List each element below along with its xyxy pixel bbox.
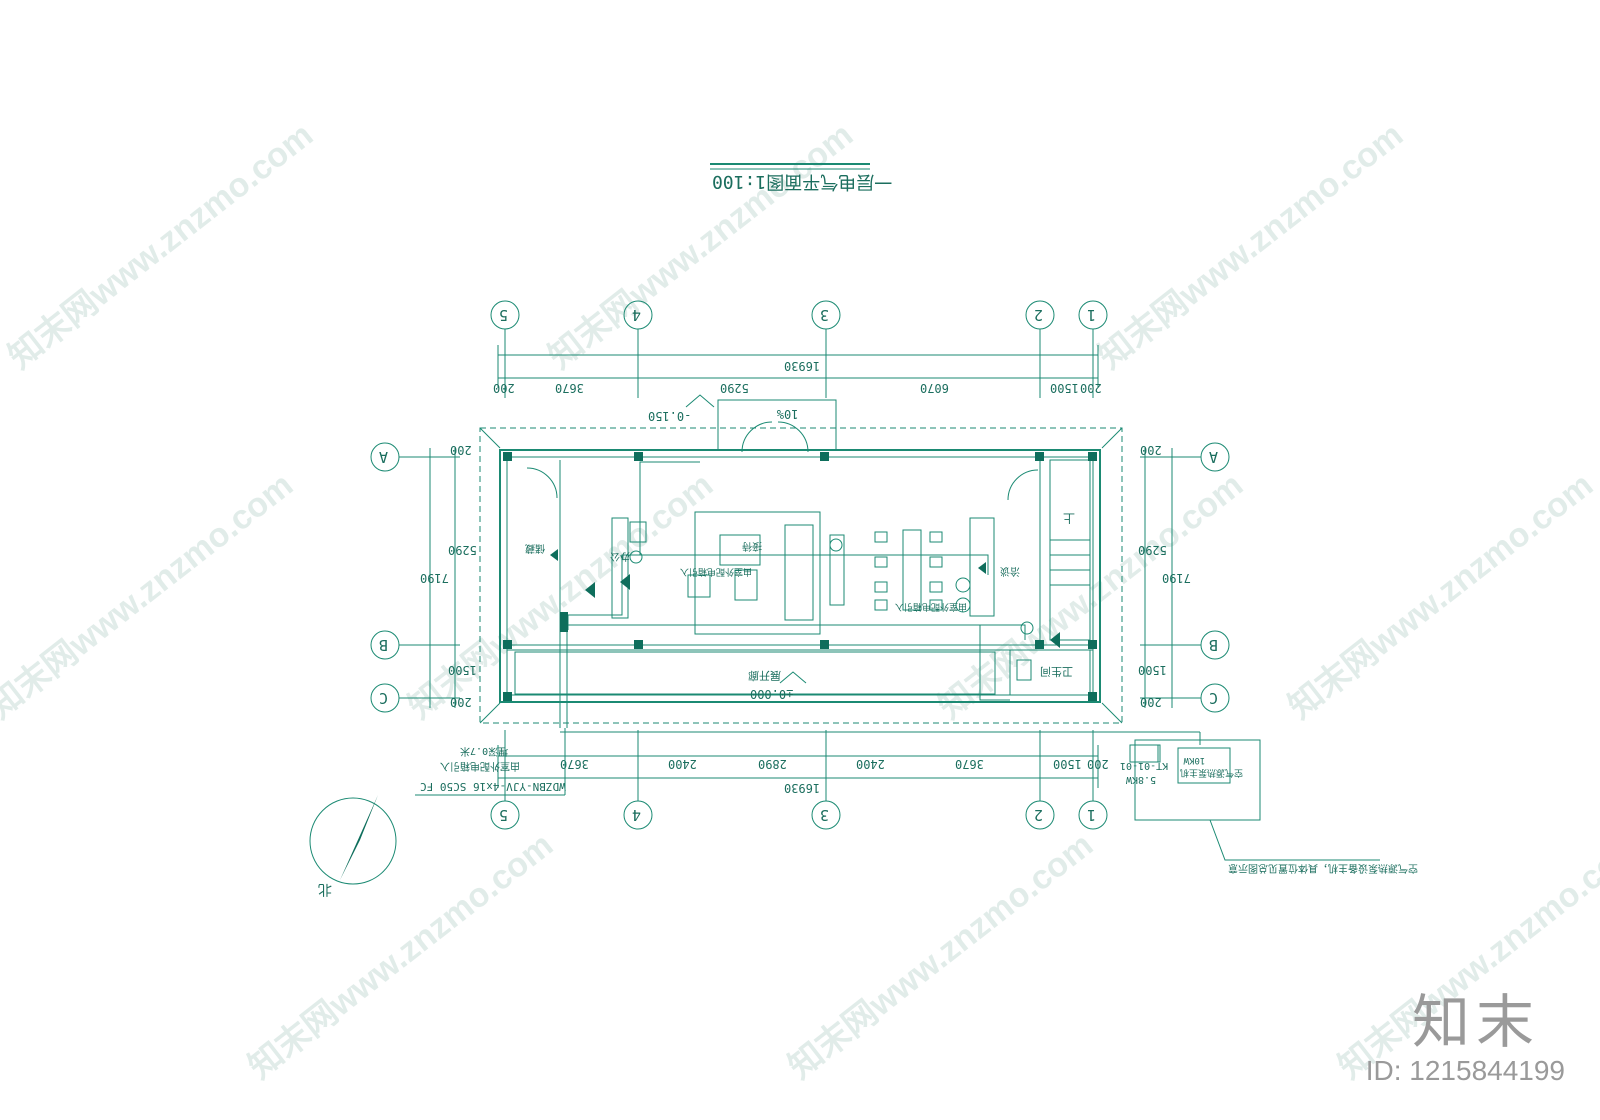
dim-value: 1500	[448, 663, 477, 677]
ac-unit-label: 空气源热泵主机	[1180, 767, 1243, 779]
room-label: 洽谈	[1000, 565, 1020, 578]
dim-total: 7190	[420, 571, 449, 585]
cable-spec: WDZBN-YJV-4x16 SC50 FC	[420, 780, 566, 793]
watermark-text: 知末网www.znzmo.com	[402, 466, 721, 727]
dim-value: 200	[1140, 443, 1162, 457]
level-top: -0.150	[648, 409, 691, 423]
dim-value: 2400	[668, 757, 697, 771]
watermark-text: 知末网www.znzmo.com	[242, 826, 561, 1087]
right-dimension-chain: 7190 200 5290 1500 200	[1138, 443, 1191, 709]
stairs-label: 上	[1063, 511, 1075, 525]
dim-value: 1500	[1138, 663, 1167, 677]
watermark-text: 知末网www.znzmo.com	[1092, 116, 1411, 377]
dim-value: 3670	[560, 757, 589, 771]
circuit-note: 由室外配电箱引入	[680, 566, 752, 578]
axis-label: 3	[820, 806, 829, 824]
slope-label: 10%	[776, 407, 798, 421]
dim-value: 1500	[1053, 757, 1082, 771]
watermark-text: 知末网www.znzmo.com	[1282, 466, 1600, 727]
dim-value: 1500	[1050, 381, 1079, 395]
left-dimension-chain: 7190 200 5290 1500 200	[420, 443, 477, 709]
brand-logo-text: 知末	[1411, 988, 1540, 1056]
dim-total: 16930	[784, 359, 820, 373]
cable-note: 由室外配电箱引入	[440, 760, 520, 773]
dim-value: 2890	[758, 757, 787, 771]
dim-value: 5290	[720, 381, 749, 395]
furniture	[611, 511, 995, 635]
dim-value: 200	[1140, 695, 1162, 709]
north-label: 北	[318, 881, 332, 897]
axis-label: 5	[499, 306, 508, 324]
dim-value: 3670	[955, 757, 984, 771]
incoming-cable-annotation: WDZBN-YJV-4x16 SC50 FC 由室外配电箱引入 埋深0.7米	[415, 728, 566, 796]
dim-value: 5290	[448, 543, 477, 557]
watermark-text: 知末网www.znzmo.com	[2, 116, 321, 377]
ac-id: KT-01-01	[1120, 760, 1168, 771]
axis-label: B	[379, 636, 388, 654]
document-id: ID: 1215844199	[1365, 1055, 1565, 1086]
electrical-circuits: 由室外配电箱引入 由室外配电箱引入 储藏 接待 洽谈 办公	[525, 461, 1201, 763]
north-arrow-icon: 北	[309, 795, 397, 897]
axis-label: 5	[499, 806, 508, 824]
dim-value: 5290	[1138, 543, 1167, 557]
dim-value: 6070	[920, 381, 949, 395]
ac-note: 空气源热泵设备主机，具体位置见总图示意	[1228, 862, 1418, 875]
roof-outline	[479, 427, 1123, 724]
dim-value: 2400	[856, 757, 885, 771]
axis-label: 4	[632, 306, 641, 324]
room-label: 办公	[610, 550, 630, 563]
circuit-note: 由室外配电箱引入	[895, 601, 967, 613]
room-label: 储藏	[525, 542, 545, 555]
axis-label: A	[379, 448, 388, 466]
bottom-axis-bubbles: 5 4 3 2 1	[490, 800, 1108, 830]
structural-columns	[503, 452, 1097, 701]
dim-value: 3670	[555, 381, 584, 395]
axis-label: 2	[1034, 806, 1043, 824]
wc-label: 卫生间	[1040, 665, 1073, 679]
axis-label: B	[1209, 636, 1218, 654]
gallery-label: 展开廊	[748, 669, 781, 683]
right-axis-bubbles: A B C	[1200, 442, 1230, 713]
title-text: 一层电气平面图1:100	[712, 171, 892, 192]
watermark-text: 知末网www.znzmo.com	[932, 466, 1251, 727]
axis-label: 3	[820, 306, 829, 324]
bottom-dimension-chain: 3670 2400 2890 2400 3670 1500 200 16930	[497, 745, 1109, 795]
dim-total: 7190	[1162, 571, 1191, 585]
room-label: 接待	[742, 540, 762, 553]
axis-label: 4	[632, 806, 641, 824]
walls: 10% -0.150 上 卫生间 展开廊 ±0.000	[499, 394, 1101, 703]
axis-label: C	[1209, 689, 1218, 707]
cable-note: 埋深0.7米	[460, 745, 508, 758]
ac-equipment: KT-01-01 5.8KW 10KW 空气源热泵主机 空气源热泵设备主机，具体…	[1120, 739, 1418, 875]
watermark-text: 知末网www.znzmo.com	[0, 466, 300, 727]
dim-total: 16930	[784, 781, 820, 795]
watermark-text: 知末网www.znzmo.com	[782, 826, 1101, 1087]
level-main: ±0.000	[750, 687, 793, 701]
left-axis-bubbles: A B C	[370, 442, 400, 713]
watermark-layer: 知末网www.znzmo.com 知末网www.znzmo.com 知末网www…	[0, 116, 1600, 1087]
dim-value: 200	[493, 381, 515, 395]
dim-value: 200	[1087, 757, 1109, 771]
axis-label: 1	[1087, 806, 1096, 824]
ac-power: 5.8KW	[1125, 774, 1156, 785]
axis-label: C	[379, 689, 388, 707]
top-dimension-chain: 16930 200 3670 5290 6070 1500 200	[493, 345, 1102, 395]
drawing-title: 一层电气平面图1:100	[710, 163, 892, 192]
watermark-text: 知末网www.znzmo.com	[542, 116, 861, 377]
axis-label: 2	[1034, 306, 1043, 324]
ac-unit-power: 10KW	[1183, 755, 1205, 765]
dim-value: 200	[1080, 381, 1102, 395]
axis-label: A	[1209, 448, 1218, 466]
dim-value: 200	[450, 443, 472, 457]
axis-label: 1	[1087, 306, 1096, 324]
dim-value: 200	[450, 695, 472, 709]
